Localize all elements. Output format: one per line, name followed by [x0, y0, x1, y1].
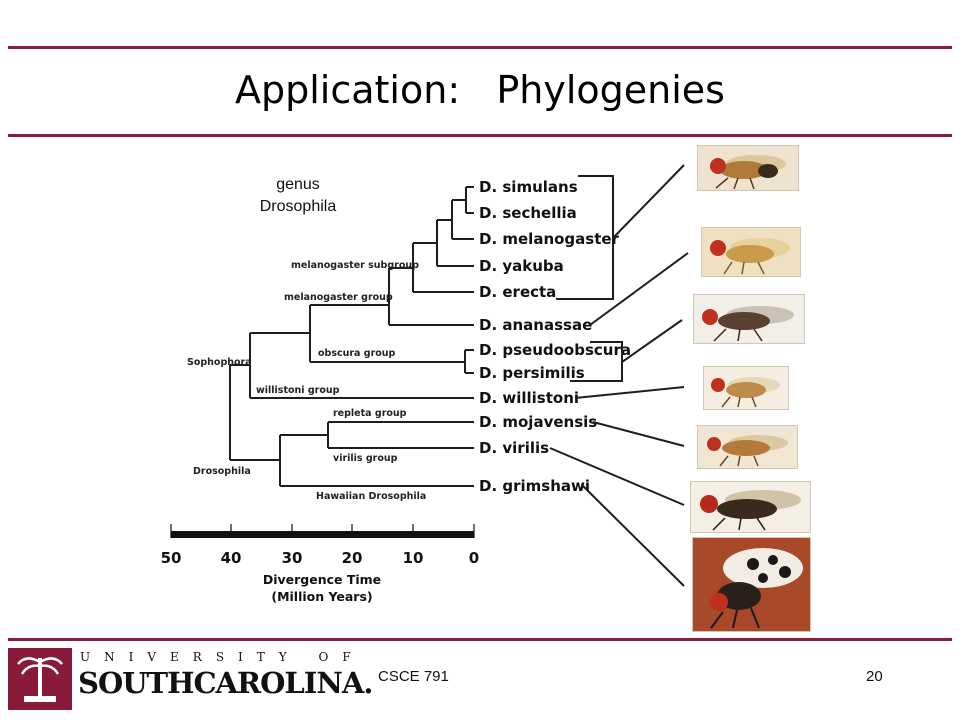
fly-photo-simulans — [697, 145, 799, 191]
group-label: willistoni group — [256, 385, 340, 396]
species-label: D. mojavensis — [479, 413, 597, 431]
species-label: D. virilis — [479, 439, 549, 457]
species-label: D. persimilis — [479, 364, 585, 382]
species-label: D. pseudoobscura — [479, 341, 631, 359]
footer-rule — [8, 638, 952, 641]
genus-label-line2: Drosophila — [259, 198, 337, 215]
university-wordmark: SOUTHCAROLINA. — [78, 666, 373, 700]
fly-photo-grimshawi — [692, 537, 811, 632]
axis-tick-label: 50 — [161, 549, 182, 567]
connector-line — [549, 447, 685, 506]
connector-line — [592, 421, 685, 447]
species-label: D. sechellia — [479, 204, 577, 222]
branch — [229, 364, 280, 461]
axis-tick-label: 30 — [282, 549, 303, 567]
species-label: D. willistoni — [479, 389, 579, 407]
species-label: D. yakuba — [479, 257, 564, 275]
genus-label: genus Drosophila — [238, 174, 358, 218]
fly-icon — [710, 238, 790, 275]
top-rule — [8, 46, 952, 49]
title-rule — [8, 134, 952, 137]
axis-title-line1: Divergence Time — [263, 572, 381, 587]
branch — [451, 199, 474, 240]
group-label: obscura group — [318, 348, 396, 359]
slide-title: Application: Phylogenies — [235, 68, 725, 112]
fly-icon — [707, 435, 788, 467]
axis-tick-label: 20 — [342, 549, 363, 567]
course-label: CSCE 791 — [378, 668, 449, 685]
group-label: repleta group — [333, 408, 407, 419]
fly-icon — [702, 306, 794, 342]
time-axis: 50 40 30 20 10 0 Divergence Time (Millio… — [161, 524, 479, 604]
photo-connectors — [549, 164, 689, 587]
fly-icon — [710, 155, 786, 190]
group-label: melanogaster group — [284, 292, 393, 303]
group-label: Hawaiian Drosophila — [316, 491, 426, 502]
fly-icon — [711, 377, 780, 408]
branch — [436, 219, 474, 267]
group-label: Drosophila — [193, 466, 251, 477]
fly-icon — [700, 490, 801, 531]
university-seal — [8, 648, 72, 710]
group-label: melanogaster subgroup — [291, 260, 419, 271]
fly-photo-mojavensis — [697, 425, 798, 469]
axis-tick-label: 10 — [403, 549, 424, 567]
fly-photo-pseudoobscura — [693, 294, 805, 344]
branch — [464, 349, 474, 374]
group-label: Sophophora — [187, 357, 252, 368]
palmetto-icon — [17, 657, 63, 702]
connector-line — [612, 164, 685, 239]
connector-line — [621, 319, 683, 363]
branch — [412, 242, 474, 293]
phylogeny-tree: D. simulans D. sechellia D. melanogaster… — [161, 164, 689, 604]
connector-line — [589, 252, 689, 326]
university-wordmark-top: UNIVERSITY OF — [80, 650, 365, 664]
species-label: D. ananassae — [479, 316, 592, 334]
connector-line — [582, 485, 685, 587]
species-label: D. grimshawi — [479, 477, 590, 495]
axis-tick-label: 40 — [221, 549, 242, 567]
species-label: D. erecta — [479, 283, 556, 301]
species-labels: D. simulans D. sechellia D. melanogaster… — [479, 178, 631, 495]
branch — [388, 267, 474, 326]
tree-branches — [229, 186, 474, 487]
axis-title-line2: (Million Years) — [271, 589, 372, 604]
axis-tick-label: 0 — [469, 549, 479, 567]
genus-label-line1: genus — [276, 176, 320, 193]
species-label: D. simulans — [479, 178, 578, 196]
group-labels: melanogaster subgroup melanogaster group… — [187, 260, 426, 502]
time-axis-bar — [171, 531, 474, 538]
fly-photo-willistoni — [703, 366, 789, 410]
page-number: 20 — [866, 668, 883, 685]
fly-icon — [710, 548, 803, 629]
group-label: virilis group — [333, 453, 398, 464]
connector-line — [574, 386, 685, 399]
fly-photo-ananassae — [701, 227, 801, 277]
branch — [465, 186, 474, 214]
branch — [327, 421, 474, 449]
species-label: D. melanogaster — [479, 230, 620, 248]
fly-photo-virilis — [690, 481, 811, 533]
